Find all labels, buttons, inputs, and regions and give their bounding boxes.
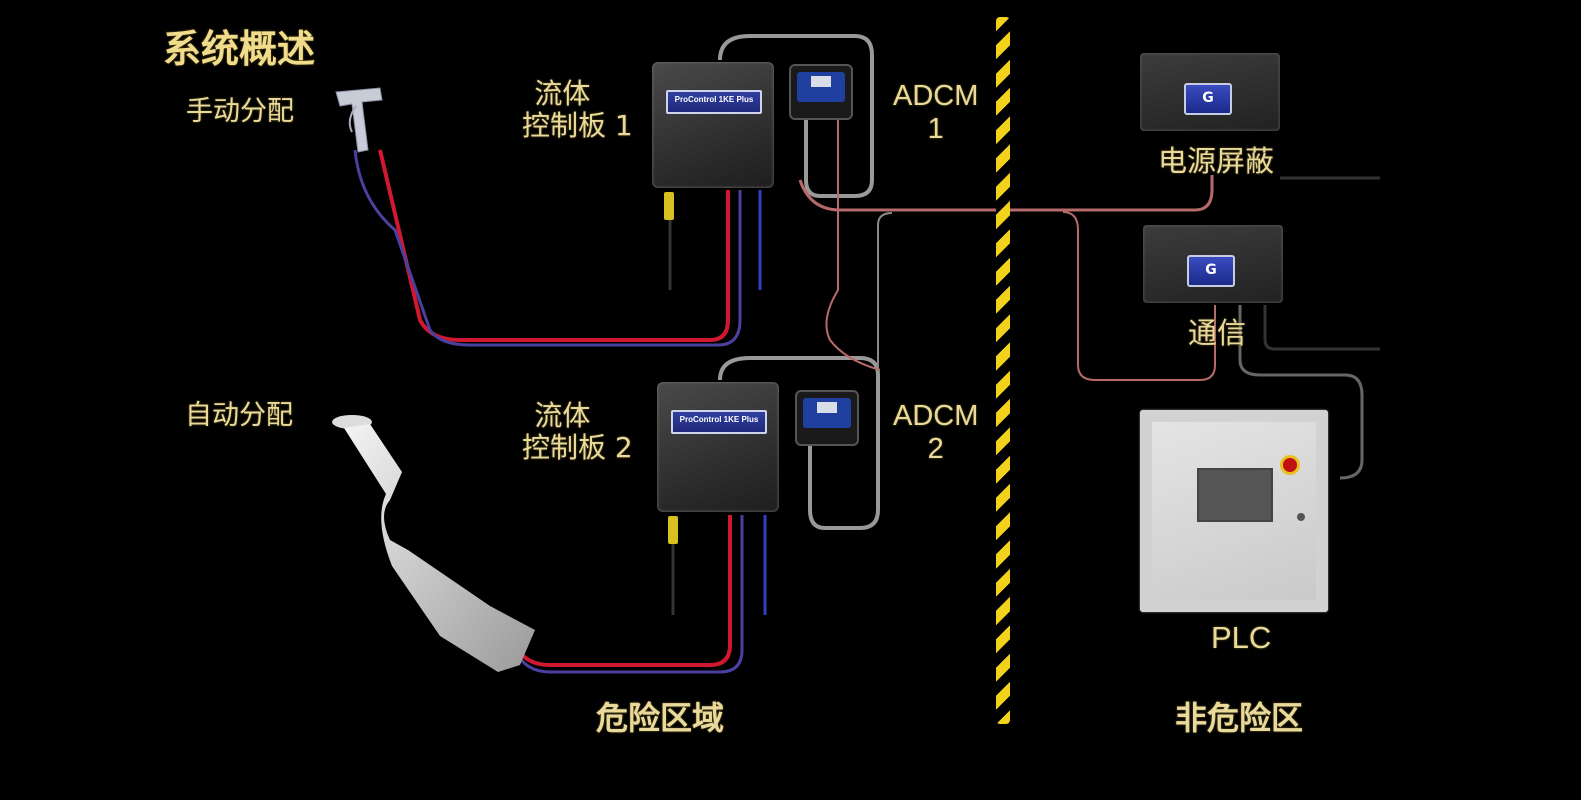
power-shield-label: 电源屏蔽 — [1158, 144, 1275, 178]
fcb1-yellow-connector — [664, 192, 674, 220]
network-trunk-cable — [798, 175, 1214, 212]
fcb2-yellow-connector — [668, 516, 678, 544]
fluid-control-board-2: ProControl 1KE Plus — [657, 382, 779, 512]
fcb1-label-line1: 流体 — [534, 77, 591, 110]
auto-dispense-label: 自动分配 — [185, 400, 293, 431]
comm-right-cable — [1263, 305, 1380, 351]
page-title: 系统概述 — [163, 27, 316, 71]
adcm2-uplink-cable — [877, 212, 893, 370]
adcm-2-module — [795, 390, 859, 446]
adcm-2-label: ADCM 2 — [893, 400, 978, 467]
emergency-stop-icon — [1283, 458, 1297, 472]
hazard-zone-barrier — [996, 17, 1010, 724]
fcb2-label-line2: 控制板 2 — [522, 431, 633, 465]
adcm2-label-line2: 2 — [927, 433, 944, 466]
manual-fluid-hose — [378, 149, 730, 342]
fluid-control-board-1: ProControl 1KE Plus — [652, 62, 774, 188]
procontrol-badge: ProControl 1KE Plus — [666, 90, 762, 114]
fcb1-label-line2: 控制板 1 — [522, 109, 633, 143]
adcm2-label-line1: ADCM — [893, 400, 979, 432]
graco-logo-icon: G — [1184, 83, 1232, 115]
adcm1-label-line1: ADCM — [893, 80, 979, 112]
fluid-control-board-2-label: 流体 控制板 2 — [522, 399, 633, 465]
fcb1-adcm1-cable — [718, 34, 874, 198]
manual-air-hose — [353, 149, 742, 347]
non-hazardous-zone-label: 非危险区 — [1175, 699, 1304, 737]
adcm-1-label: ADCM 1 — [893, 80, 978, 147]
communication-label: 通信 — [1188, 316, 1247, 350]
manual-spray-gun-icon — [335, 87, 383, 153]
adcm-link-cable — [825, 120, 881, 371]
adcm-1-module — [789, 64, 853, 120]
manual-dispense-label: 手动分配 — [186, 96, 294, 127]
key-lock-icon — [1297, 513, 1305, 521]
plc-screen — [1197, 468, 1273, 522]
fcb2-adcm2-cable — [718, 356, 880, 530]
hazardous-zone-label: 危险区域 — [596, 699, 725, 737]
plc-label: PLC — [1211, 620, 1272, 655]
graco-logo-icon: G — [1187, 255, 1235, 287]
auto-air-hose — [513, 515, 744, 674]
power-shield-box: G — [1140, 53, 1280, 131]
communication-box: G — [1143, 225, 1283, 303]
adcm-display — [797, 72, 845, 102]
comm-plc-cable — [1238, 305, 1364, 480]
fcb2-label-line1: 流体 — [534, 399, 591, 432]
automatic-robot-gun-icon — [332, 415, 535, 672]
auto-fluid-hose — [513, 515, 732, 667]
comm-cable — [1062, 211, 1216, 381]
fluid-control-board-1-label: 流体 控制板 1 — [522, 77, 633, 143]
adcm1-label-line2: 1 — [927, 113, 944, 146]
procontrol-badge: ProControl 1KE Plus — [671, 410, 767, 434]
plc-cabinet — [1140, 410, 1328, 612]
adcm-display — [803, 398, 851, 428]
